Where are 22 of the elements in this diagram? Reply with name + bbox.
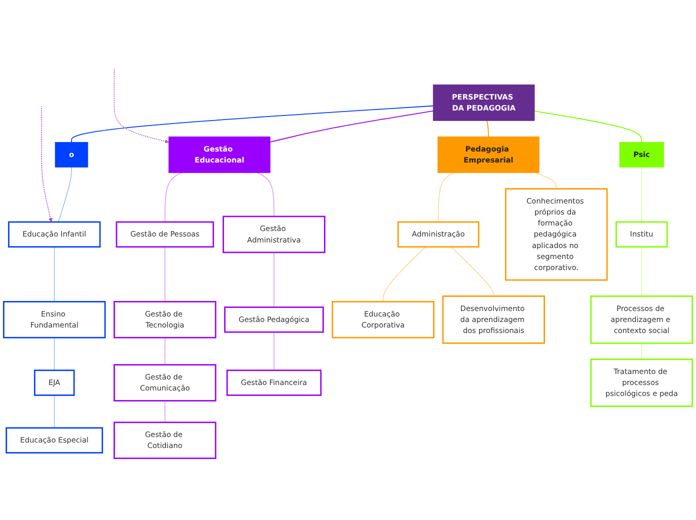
connector: [164, 172, 182, 222]
connector: [164, 400, 166, 423]
connector: [438, 172, 454, 222]
arrow: [114, 68, 169, 144]
connector: [71, 105, 434, 143]
connector: [641, 166, 642, 222]
connector: [54, 246, 55, 302]
connector: [58, 166, 72, 222]
connector: [641, 342, 642, 360]
connector: [54, 394, 55, 428]
connector: [256, 172, 274, 217]
connector: [641, 246, 642, 297]
connector: [54, 337, 55, 371]
connector: [534, 172, 557, 190]
connector: [450, 246, 494, 297]
connector: [270, 110, 434, 143]
connector: [534, 110, 642, 143]
connector: [164, 246, 166, 302]
connector: [164, 337, 166, 366]
arrow: [41, 106, 53, 222]
connector: [382, 246, 426, 302]
connector: [486, 120, 489, 138]
